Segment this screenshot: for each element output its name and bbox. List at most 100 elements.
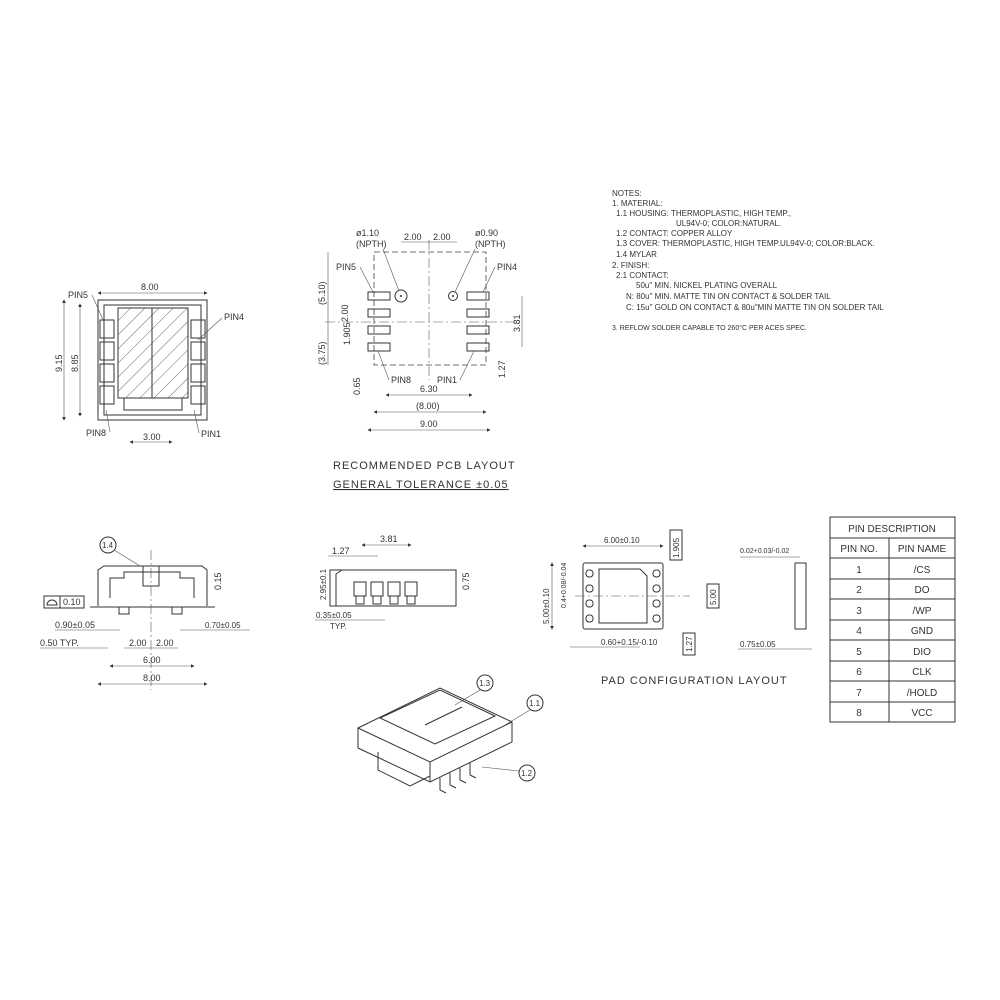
note-line: 1.1 HOUSING: THERMOPLASTIC, HIGH TEMP., xyxy=(616,209,791,218)
table-rows: 1 /CS 2 DO 3 /WP 4 GND 5 DIO 6 CLK 7 /HO… xyxy=(856,565,937,719)
pcb-pin1: PIN1 xyxy=(437,375,457,385)
pin-no: 6 xyxy=(856,667,862,678)
dim-0-75: 0.75 xyxy=(461,572,471,590)
front-body xyxy=(329,569,457,607)
dim-8-00: 8.00 xyxy=(143,673,161,683)
pin-no: 7 xyxy=(856,688,862,699)
dim-1-27: 1.27 xyxy=(332,546,350,556)
flatness-value: 0.10 xyxy=(63,597,81,607)
pin8-label: PIN8 xyxy=(86,428,106,438)
pin-description-table: PIN DESCRIPTION PIN NO. PIN NAME 1 /CS 2… xyxy=(829,516,956,723)
pin-name: /WP xyxy=(913,606,932,617)
dim-bottom: 3.00 xyxy=(143,432,161,442)
side-view: 1.4 0.10 0.15 0.90±0.05 0.70±0.05 0.50 T… xyxy=(40,536,250,690)
pcb-layout: ø1.10 (NPTH) ø0.90 (NPTH) 2.00 2.00 PIN5… xyxy=(317,228,523,491)
dim-5-10: (5.10) xyxy=(317,281,327,305)
table-title: PIN DESCRIPTION xyxy=(848,524,936,535)
pin-name: DIO xyxy=(913,647,931,658)
header-pin-no: PIN NO. xyxy=(840,544,877,555)
left-contacts xyxy=(99,319,115,405)
dim-3-75: (3.75) xyxy=(317,341,327,365)
dim-height-outer: 9.15 xyxy=(54,354,64,372)
pcb-layout-title: RECOMMENDED PCB LAYOUT xyxy=(333,460,516,472)
board-outline xyxy=(373,251,487,366)
dim-1-27: 1.27 xyxy=(497,360,507,378)
pcb-tolerance: GENERAL TOLERANCE ±0.05 xyxy=(333,479,509,491)
dim-0-65: 0.65 xyxy=(352,377,362,395)
pcb-pin5: PIN5 xyxy=(336,262,356,272)
hole-left-type: (NPTH) xyxy=(356,239,387,249)
callout-1-2 xyxy=(518,764,536,782)
hole-right-type: (NPTH) xyxy=(475,239,506,249)
pin-no: 8 xyxy=(856,708,862,719)
note-line: 1.3 COVER: THERMOPLASTIC, HIGH TEMP.UL94… xyxy=(616,239,875,248)
dim-flat: 0.02+0.03/-0.02 xyxy=(740,548,789,555)
dim-top-left: 2.00 xyxy=(404,232,422,242)
pin-name: /HOLD xyxy=(907,688,938,699)
pin-name: VCC xyxy=(911,708,932,719)
callout-1-4 xyxy=(99,536,117,554)
dim-height-inner: 8.85 xyxy=(70,354,80,372)
pin-no: 5 xyxy=(856,647,862,658)
note-line: 2.1 CONTACT: xyxy=(616,271,669,280)
pads xyxy=(585,569,661,623)
dim-center-right: 2.00 xyxy=(156,638,174,648)
iso-contacts xyxy=(439,763,477,794)
side-profile xyxy=(794,562,807,630)
note-line: 1. MATERIAL: xyxy=(612,199,663,208)
pcb-pads xyxy=(367,291,490,352)
note-line: UL94V-0; COLOR:NATURAL. xyxy=(676,219,781,228)
hole-small xyxy=(448,291,458,301)
note-line: 1.4 MYLAR xyxy=(616,250,657,259)
note-line: 2. FINISH: xyxy=(612,261,649,270)
dim-3-81: 3.81 xyxy=(380,534,398,544)
hole-right-dia: ø0.90 xyxy=(475,228,498,238)
dim-pin-width: 0.35±0.05 xyxy=(316,611,352,620)
pin-name: GND xyxy=(911,626,933,637)
dim-pad-len: 0.60+0.15/-0.10 xyxy=(601,638,658,647)
front-view: 3.81 1.27 2.95±0.1 0.75 0.35±0.05 TYP. xyxy=(315,534,471,631)
dim-6-30: 6.30 xyxy=(420,384,438,394)
callout-1-1 xyxy=(526,694,544,712)
note-line: 1.2 CONTACT: COPPER ALLOY xyxy=(616,229,733,238)
dim-center-left: 2.00 xyxy=(129,638,147,648)
pin-name: CLK xyxy=(912,667,932,678)
dim-1-27-box: 1.27 xyxy=(685,636,694,652)
dim-2-00: 2.00 xyxy=(340,304,350,322)
dim-6-00: 6.00 xyxy=(143,655,161,665)
dim-9-00: 9.00 xyxy=(420,419,438,429)
flatness-symbol xyxy=(43,595,61,609)
note-line: N: 80u" MIN. MATTE TIN ON CONTACT & SOLD… xyxy=(626,292,831,301)
pad-configuration: 6.00±0.10 1.905 5.00±0.10 0.4+0.08/-0.04… xyxy=(542,529,812,687)
dim-1-905: 1.905 xyxy=(672,537,681,558)
front-contacts xyxy=(353,581,418,605)
dim-width: 6.00±0.10 xyxy=(604,536,640,545)
dim-left-pad: 0.90±0.05 xyxy=(55,620,95,630)
pin4-label: PIN4 xyxy=(224,312,244,322)
dim-3-81: 3.81 xyxy=(512,314,522,332)
pin5-label: PIN5 xyxy=(68,290,88,300)
dim-8-00: (8.00) xyxy=(416,401,440,411)
hole-left-dia: ø1.10 xyxy=(356,228,379,238)
pin-name: /CS xyxy=(914,565,931,576)
dim-1-905: 1.905 xyxy=(342,322,352,345)
hole-large xyxy=(394,289,408,303)
pin-name: DO xyxy=(915,585,930,596)
pcb-pin4: PIN4 xyxy=(497,262,517,272)
dim-top-right: 2.00 xyxy=(433,232,451,242)
pin-no: 3 xyxy=(856,606,862,617)
dim-0-15: 0.15 xyxy=(213,572,223,590)
pin-no: 2 xyxy=(856,585,862,596)
card-hatch xyxy=(117,307,189,399)
pin1-label: PIN1 xyxy=(201,429,221,439)
pin-no: 1 xyxy=(856,565,862,576)
dim-pad-width: 0.4+0.08/-0.04 xyxy=(561,563,568,608)
dim-height: 2.95±0.1 xyxy=(319,568,328,600)
dim-typ: TYP. xyxy=(330,622,347,631)
callout-1-2-text: 1.2 xyxy=(521,769,533,778)
dim-typ: 0.50 TYP. xyxy=(40,638,79,648)
note-line: C: 15u" GOLD ON CONTACT & 80u"MIN MATTE … xyxy=(626,303,884,312)
callout-1-1-text: 1.1 xyxy=(529,699,541,708)
